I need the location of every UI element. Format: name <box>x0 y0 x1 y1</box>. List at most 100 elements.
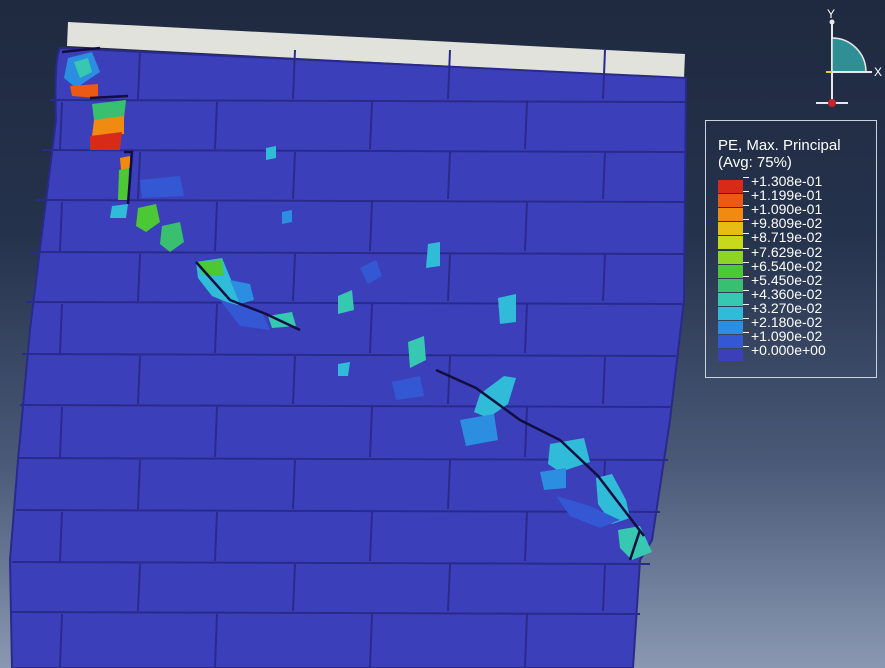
head-joint <box>214 101 218 150</box>
strain-patch <box>540 468 566 490</box>
strain-patch <box>120 156 130 170</box>
legend-value: +7.629e-02 <box>751 243 823 260</box>
y-axis-label: Y <box>827 7 836 21</box>
head-joint <box>59 511 63 562</box>
head-joint <box>524 201 528 252</box>
x-axis-label: X <box>874 65 883 79</box>
head-joint <box>602 253 606 302</box>
crack-line <box>628 529 642 561</box>
strain-patch <box>92 116 124 136</box>
head-joint <box>137 49 141 100</box>
legend-entry: +1.090e-02 <box>718 328 874 349</box>
strain-patch <box>74 58 92 78</box>
head-joint <box>369 303 373 354</box>
head-joint <box>524 613 528 668</box>
legend-tick <box>743 191 749 193</box>
legend-tick <box>743 261 749 263</box>
strain-patch <box>118 168 129 200</box>
legend-tick <box>743 247 749 249</box>
head-joint <box>369 613 373 668</box>
legend-tick <box>743 346 749 348</box>
head-joint <box>59 406 63 458</box>
strain-patch <box>92 100 126 120</box>
strain-patch <box>408 336 426 368</box>
strain-patch <box>70 84 98 98</box>
legend-value: +1.199e-01 <box>751 187 823 204</box>
mortar-joint <box>35 199 686 203</box>
triad-icon <box>816 19 872 107</box>
legend-title: PE, Max. Principal <box>718 137 841 154</box>
strain-patch <box>266 146 276 160</box>
legend-entry: +5.450e-02 <box>718 271 874 292</box>
wall-body <box>8 46 688 668</box>
crack-line <box>124 150 134 205</box>
strain-patch <box>282 210 292 224</box>
strain-patch <box>474 376 516 418</box>
legend-swatch <box>718 194 743 208</box>
head-joint <box>292 49 296 100</box>
strain-patch <box>110 204 128 218</box>
strain-patch <box>220 300 270 330</box>
head-joint <box>214 613 218 668</box>
legend-value: +4.360e-02 <box>751 285 823 302</box>
head-joint <box>214 511 218 562</box>
legend-tick <box>743 332 749 334</box>
legend-swatch <box>718 306 743 320</box>
head-joint <box>214 303 218 354</box>
legend-value: +3.270e-02 <box>751 299 823 316</box>
head-joint <box>369 511 373 562</box>
legend-entry: +4.360e-02 <box>718 285 874 306</box>
head-joint <box>524 511 528 562</box>
legend-swatch <box>718 264 743 278</box>
legend-tick <box>743 233 749 235</box>
strain-patch <box>426 242 440 268</box>
crack-line <box>61 46 101 54</box>
head-joint <box>292 253 296 302</box>
strain-patch <box>338 362 350 376</box>
crack-line <box>435 368 645 537</box>
strain-patch <box>548 438 590 472</box>
strain-patch <box>230 280 254 304</box>
mortar-joint <box>15 509 661 513</box>
legend-tick <box>743 205 749 207</box>
head-joint <box>447 151 451 200</box>
head-joint <box>369 101 373 150</box>
head-joint <box>369 201 373 252</box>
crack-line <box>89 94 129 100</box>
head-joint <box>602 151 606 200</box>
head-joint <box>447 49 451 100</box>
legend-tick <box>743 303 749 305</box>
mortar-joint <box>11 611 641 615</box>
head-joint <box>524 406 528 458</box>
legend-swatch <box>718 292 743 306</box>
legend-tick <box>743 289 749 291</box>
legend-value: +5.450e-02 <box>751 271 823 288</box>
head-joint <box>369 406 373 458</box>
legend-entry: +1.199e-01 <box>718 187 874 208</box>
legend-value: +1.090e-02 <box>751 328 823 345</box>
legend-entry: +0.000e+00 <box>718 342 874 362</box>
strain-patch <box>140 176 184 198</box>
legend-swatch <box>718 222 743 236</box>
legend-value: +0.000e+00 <box>751 342 826 359</box>
legend-value: +1.090e-01 <box>751 201 823 218</box>
mortar-joint <box>21 353 677 357</box>
head-joint <box>59 201 63 252</box>
mortar-joint <box>41 149 687 153</box>
head-joint <box>602 49 606 100</box>
head-joint <box>447 563 451 612</box>
legend-swatch <box>718 180 743 193</box>
top-plate <box>67 22 685 78</box>
legend-tick <box>743 318 749 319</box>
legend-entry: +8.719e-02 <box>718 230 874 250</box>
legend-tick <box>743 275 749 277</box>
legend-value: +2.180e-02 <box>751 314 823 330</box>
legend-value: +9.809e-02 <box>751 215 823 232</box>
legend-swatch <box>718 321 743 334</box>
mortar-joint <box>11 561 651 565</box>
head-joint <box>292 459 296 510</box>
legend-tick <box>743 177 749 178</box>
head-joint <box>292 563 296 612</box>
